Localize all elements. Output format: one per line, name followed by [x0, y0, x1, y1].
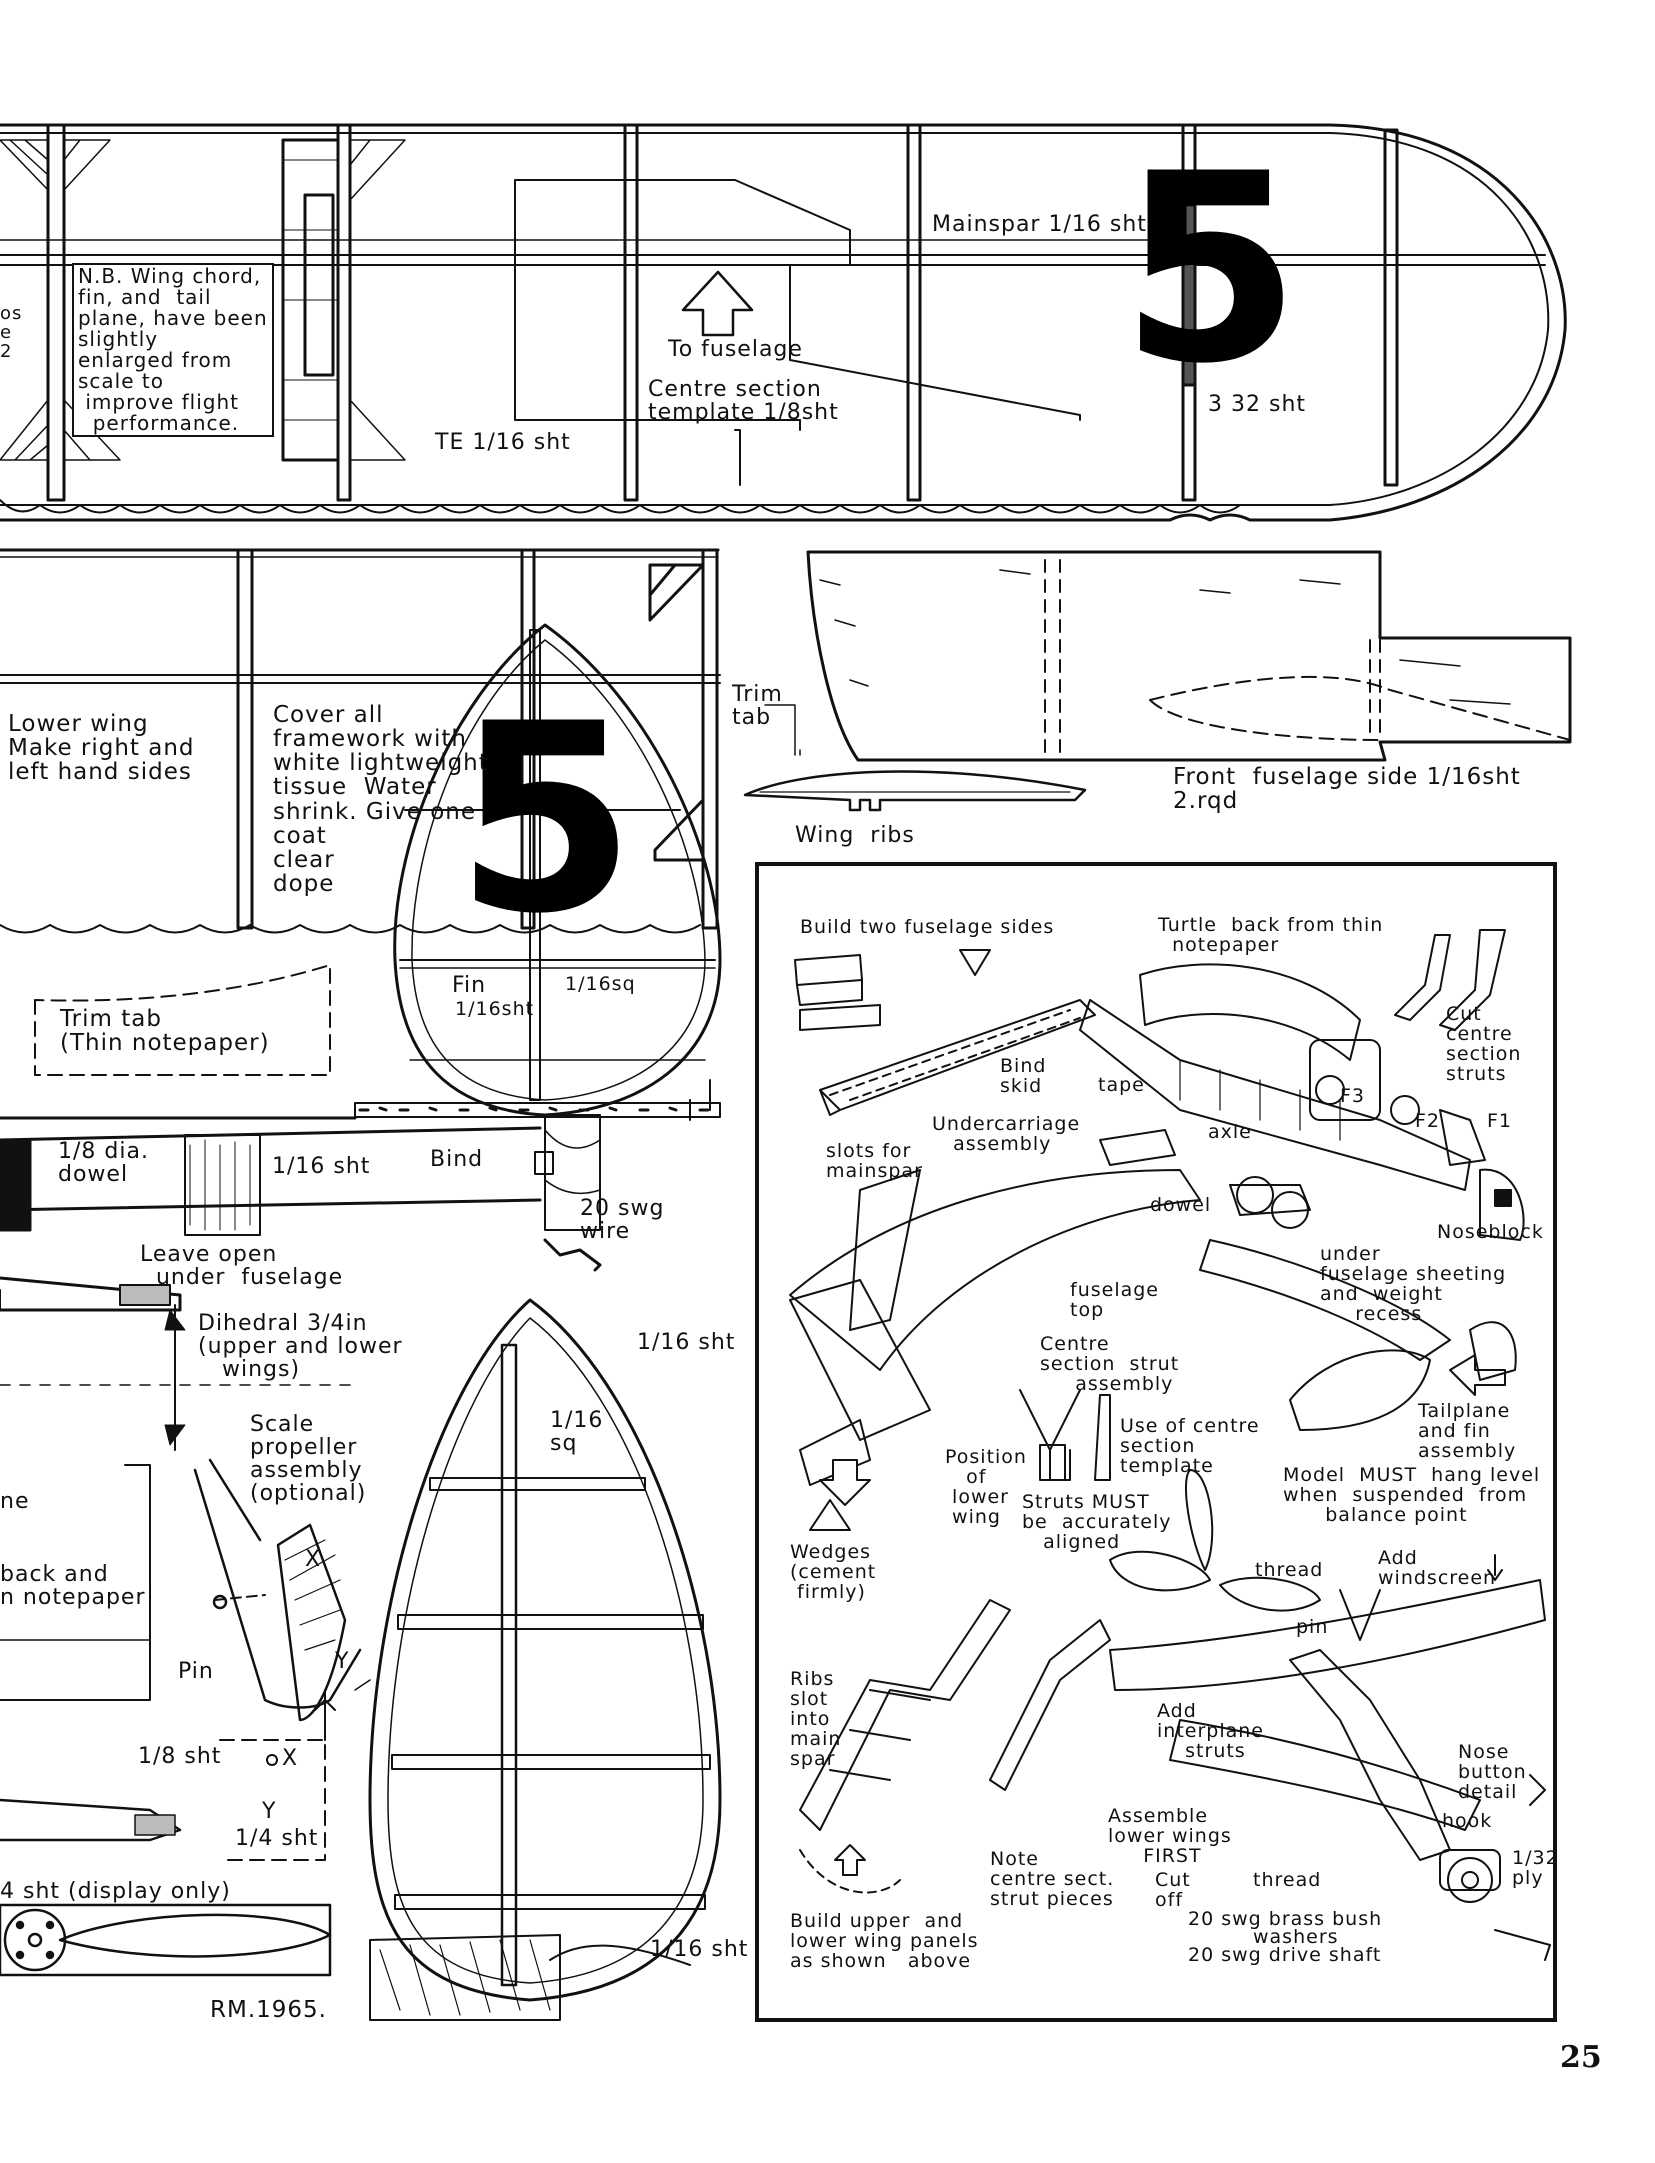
brass-bush-label: 20 swg brass bush	[1188, 1908, 1383, 1930]
build-upper-label: Build upper and lower wing panels as sho…	[790, 1910, 979, 1972]
sheet-number-fin: 5	[455, 669, 636, 971]
dihedral-label: Dihedral 3/4in (upper and lower wings)	[198, 1311, 403, 1383]
pin-small-label: pin	[1296, 1616, 1329, 1638]
centre-template-label: Centre section template 1/8sht	[648, 377, 839, 426]
trim-tab-label: Trim tab (Thin notepaper)	[60, 1006, 270, 1057]
ply-label: 1/32 ply	[1512, 1847, 1559, 1889]
thread-bottom-label: thread	[1253, 1869, 1322, 1891]
thread-label: thread	[1255, 1559, 1324, 1581]
tailplane-sq-label: 1/16 sq	[550, 1408, 604, 1457]
add-windscreen-label: Add windscreen	[1378, 1547, 1497, 1589]
spinner-outline	[0, 1739, 326, 1861]
wing-chord-note: N.B. Wing chord, fin, and tail plane, ha…	[72, 263, 274, 437]
centre-section-template	[514, 179, 1081, 486]
wire-label: 20 swg wire	[580, 1196, 665, 1245]
te-label: TE 1/16 sht	[435, 430, 571, 455]
use-centre-template-label: Use of centre section template	[1120, 1415, 1260, 1477]
f3-label: F3	[1340, 1085, 1366, 1107]
dowel-label: 1/8 dia. dowel	[58, 1139, 149, 1188]
turtle-back-label: Turtle back from thin notepaper	[1158, 914, 1384, 956]
dihedral-wing-outline	[0, 1276, 361, 1701]
under-sheeting-label: under fuselage sheeting and weight reces…	[1320, 1243, 1507, 1325]
drive-shaft-label: 20 swg drive shaft	[1188, 1944, 1382, 1966]
back-notepaper-label: back and n notepaper	[0, 1562, 146, 1611]
fin-outline	[354, 623, 722, 1118]
upper-wing-bracing	[0, 139, 406, 461]
assembly-sketches	[789, 929, 1551, 1961]
dowel-small-label: dowel	[1150, 1194, 1212, 1216]
drawing-signature: RM.1965.	[210, 1997, 327, 2023]
note-centre-label: Note centre sect. strut pieces	[990, 1848, 1115, 1910]
sheet-number-large: 5	[1120, 119, 1301, 421]
cut-off-label: Cut off	[1155, 1869, 1191, 1911]
model-must-label: Model MUST hang level when suspended fro…	[1283, 1464, 1541, 1526]
propeller-blade	[193, 1458, 371, 1741]
fuselage-top-label: fuselage top	[1070, 1279, 1159, 1321]
quarter-sht-label: 1/4 sht	[235, 1826, 319, 1851]
add-interplane-label: Add interplane struts	[1157, 1700, 1264, 1762]
prop-boss	[0, 1903, 332, 1977]
struts-must-label: Struts MUST be accurately aligned	[1022, 1491, 1172, 1553]
lower-wing-title: Lower wing Make right and left hand side…	[8, 711, 195, 786]
wing-rib-outline	[743, 704, 1087, 812]
position-lower-wing-label: Position of lower wing	[945, 1446, 1027, 1528]
wing-ribs-label: Wing ribs	[795, 823, 915, 848]
display-only-label: 4 sht (display only)	[0, 1879, 231, 1904]
prop-sht-label: 1/16 sht	[650, 1937, 749, 1962]
noseblock-label: Noseblock	[1437, 1221, 1544, 1243]
fin-sht-label: 1/16sht	[455, 998, 535, 1020]
fuselage-bottom-outline	[0, 1079, 711, 1272]
trim-tab-outline	[34, 964, 331, 1076]
fin-sq-label: 1/16sq	[565, 973, 636, 995]
assembly-inset	[755, 862, 1557, 2022]
fuselage-side-outline	[806, 550, 1572, 762]
dowel-sht-label: 1/16 sht	[272, 1154, 371, 1179]
leave-open-label: Leave open under fuselage	[140, 1242, 344, 1291]
fuselage-side-label: Front fuselage side 1/16sht 2.rqd	[1173, 764, 1521, 815]
fin-label: Fin	[452, 973, 487, 998]
assemble-lower-label: Assemble lower wings FIRST	[1108, 1805, 1232, 1867]
centre-strut-label: Centre section strut assembly	[1040, 1333, 1180, 1395]
spinner-y-label: Y	[262, 1799, 277, 1824]
ribs-slot-label: Ribs slot into main spar	[790, 1668, 842, 1770]
f2-label: F2	[1415, 1110, 1441, 1132]
nose-button-label: Nose button detail	[1458, 1741, 1527, 1803]
tape-label: tape	[1098, 1074, 1145, 1096]
spinner-x-label: X	[282, 1746, 299, 1771]
bind-label: Bind	[430, 1147, 484, 1172]
scale-propeller-label: Scale propeller assembly (optional)	[250, 1412, 367, 1507]
cover-instructions: Cover all framework with white lightweig…	[273, 702, 489, 897]
pin-label: Pin	[178, 1659, 214, 1684]
axle-label: axle	[1208, 1121, 1252, 1143]
slots-mainspar-label: slots for mainspar	[826, 1140, 923, 1182]
prop-y-label: Y	[335, 1649, 350, 1674]
eighth-sht-label: 1/8 sht	[138, 1744, 222, 1769]
prop-x-label: X	[305, 1547, 322, 1572]
edge-cut-text: os e 2	[0, 303, 23, 362]
tip-label: 3 32 sht	[1208, 392, 1307, 417]
cut-centre-label: Cut centre section struts	[1446, 1003, 1522, 1085]
wedges-label: Wedges (cement firmly)	[790, 1541, 877, 1603]
tailplane-outline	[368, 1298, 722, 2021]
build-two-sides-label: Build two fuselage sides	[800, 916, 1055, 938]
tailplane-sht-label: 1/16 sht	[637, 1330, 736, 1355]
to-fuselage-label: To fuselage	[668, 337, 803, 362]
undercarriage-label: Undercarriage assembly	[932, 1113, 1081, 1155]
washers-label: washers	[1253, 1926, 1339, 1948]
mainspar-label: Mainspar 1/16 sht	[932, 212, 1147, 237]
bind-skid-label: Bind skid	[1000, 1055, 1047, 1097]
tailplane-fin-label: Tailplane and fin assembly	[1418, 1400, 1517, 1462]
f1-label: F1	[1487, 1110, 1513, 1132]
to-fuselage-arrow	[681, 270, 754, 337]
page-number: 25	[1560, 2040, 1602, 2075]
hook-label: hook	[1442, 1810, 1493, 1832]
trim-tab-small-label: Trim tab	[732, 682, 783, 731]
upper-wing-ribs	[46, 123, 1399, 502]
ne-label: ne	[0, 1489, 30, 1514]
